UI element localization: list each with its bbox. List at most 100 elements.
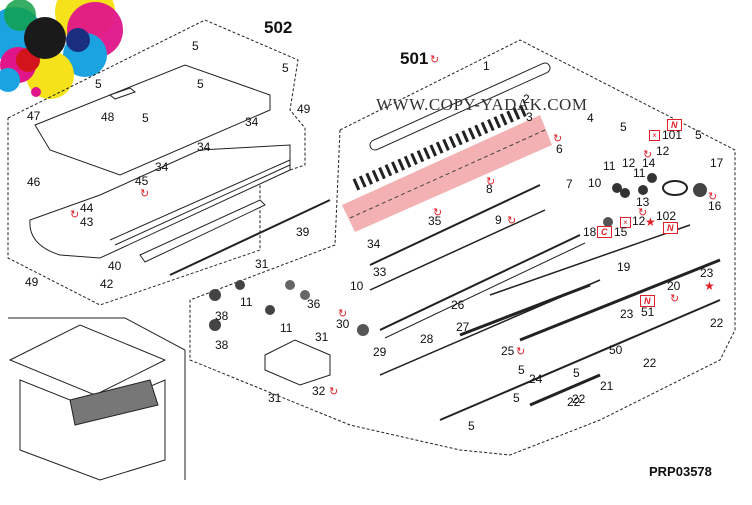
part-label: 5: [282, 61, 289, 75]
part-label: 16: [708, 199, 722, 213]
part-label: 31: [315, 330, 329, 344]
part-label: 101: [662, 128, 683, 142]
part-label: 34: [245, 115, 259, 129]
part-label: 12: [622, 156, 636, 170]
part-label: 26: [451, 298, 465, 312]
rotate-icon: ↻: [643, 149, 653, 161]
part-label: 22: [643, 356, 657, 370]
boundary-501: [189, 39, 736, 456]
part-label: 12: [656, 144, 670, 158]
part-label: 18: [583, 225, 597, 239]
part-label: 34: [367, 237, 381, 251]
part-label: 48: [101, 110, 115, 124]
part-label: 30: [336, 317, 350, 331]
rotate-icon: ↻: [516, 346, 526, 358]
part-label: 15: [614, 225, 628, 239]
part-label: 40: [108, 259, 122, 273]
rotate-icon: ↻: [708, 191, 718, 203]
rotate-icon: ↻: [553, 133, 563, 145]
part-label: 34: [197, 140, 211, 154]
new-part-tag: N: [663, 222, 678, 234]
part-label: 42: [100, 277, 114, 291]
rotate-icon: ↻: [430, 54, 440, 66]
part-label: 14: [642, 156, 656, 170]
part-label: 36: [307, 297, 321, 311]
new-part-tag: N: [667, 119, 682, 131]
part-label: 6: [556, 142, 563, 156]
rotate-icon: ↻: [507, 215, 517, 227]
part-label: 23: [700, 266, 714, 280]
part-label: 5: [192, 39, 199, 53]
x-box-icon: ×: [620, 217, 631, 228]
part-label: 5: [468, 419, 475, 433]
part-label: 28: [420, 332, 434, 346]
part-label: 11: [240, 295, 253, 309]
part-label: 47: [27, 109, 41, 123]
part-label: 10: [350, 279, 364, 293]
rotate-icon: ↻: [338, 308, 348, 320]
part-label: 5: [573, 366, 580, 380]
part-label: 11: [603, 159, 616, 173]
drawing-code: PRP03578: [649, 464, 712, 479]
part-label: 49: [297, 102, 311, 116]
part-label: 50: [609, 343, 623, 357]
part-label: 11: [280, 321, 293, 335]
part-label: 13: [636, 195, 650, 209]
rotate-icon: ↻: [670, 293, 680, 305]
part-label: 3: [526, 110, 533, 124]
part-label: 49: [25, 275, 39, 289]
boundary-502: [7, 19, 306, 306]
part-label: 20: [667, 279, 681, 293]
part-label: 2: [523, 92, 530, 106]
part-label: 4: [587, 111, 594, 125]
part-label: 23: [620, 307, 634, 321]
part-label: 45: [135, 174, 149, 188]
part-label: 5: [518, 363, 525, 377]
inset-frame: [8, 317, 186, 480]
part-label: 21: [600, 379, 614, 393]
part-label: 7: [566, 177, 573, 191]
part-label: 22: [567, 395, 581, 409]
part-label: 22: [572, 392, 586, 406]
part-label: 5: [197, 77, 204, 91]
part-label: 1: [483, 59, 490, 73]
rotate-icon: ↻: [638, 207, 648, 219]
part-label: 34: [155, 160, 169, 174]
part-label: 12: [632, 214, 646, 228]
part-label: 5: [142, 111, 149, 125]
assembly-label-502: 502: [264, 18, 293, 37]
part-label: 17: [710, 156, 724, 170]
part-label: 19: [617, 260, 631, 274]
part-label: 102: [656, 209, 677, 223]
assembly-label-501: 501: [400, 49, 429, 68]
rotate-icon: ↻: [70, 209, 80, 221]
rotate-icon: ↻: [486, 176, 496, 188]
part-label: 8: [486, 182, 493, 196]
new-part-tag: N: [640, 295, 655, 307]
rotate-icon: ↻: [433, 207, 443, 219]
part-label: 29: [373, 345, 387, 359]
part-label: 5: [513, 391, 520, 405]
part-label: 33: [373, 265, 387, 279]
part-label: 5: [95, 77, 102, 91]
part-label: 39: [296, 225, 310, 239]
part-label: 38: [215, 338, 229, 352]
part-label: 22: [710, 316, 724, 330]
part-label: 51: [641, 305, 655, 319]
part-label: 46: [27, 175, 41, 189]
part-label: 5: [695, 128, 702, 142]
part-label: 44: [80, 201, 94, 215]
part-label: 32: [312, 384, 326, 398]
highlighted-part-3: [342, 115, 552, 232]
roller-part-1: [369, 62, 551, 151]
watermark: WWW.COPY-YADAK.COM: [376, 95, 588, 114]
star-icon: ★: [704, 279, 715, 293]
part-label: 35: [428, 214, 442, 228]
part-label: 43: [80, 215, 94, 229]
copier-illustration: [8, 324, 167, 481]
star-icon: ★: [645, 215, 656, 229]
c-tag: C: [597, 226, 612, 238]
part-label: 38: [215, 309, 229, 323]
part-label: 11: [633, 166, 646, 180]
